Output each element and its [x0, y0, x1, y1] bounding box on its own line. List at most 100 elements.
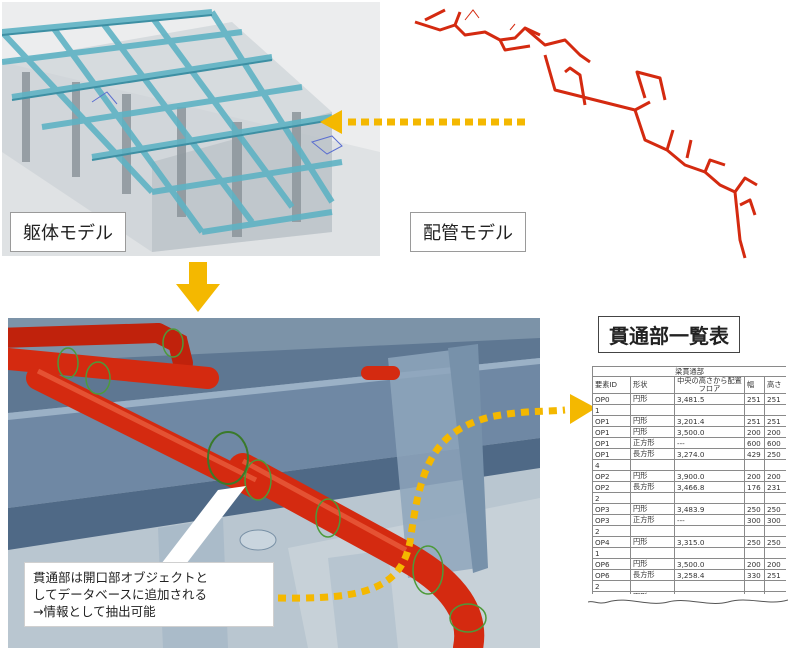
table-cell: 2: [592, 525, 631, 537]
table-row: 1: [592, 404, 786, 416]
table-header-cell: 要素ID: [592, 376, 631, 394]
dotted-arrow-left-icon: [320, 110, 526, 134]
table-cell: 300: [744, 514, 765, 526]
table-row: 2: [592, 492, 786, 504]
table-cell: 長方形: [630, 481, 675, 493]
callout-line-1: 貫通部は開口部オブジェクトと: [33, 570, 209, 585]
table-cell: 4: [592, 459, 631, 471]
table-cell: 2: [592, 580, 631, 592]
table-row: 1: [592, 547, 786, 559]
table-cell: OP6: [592, 569, 631, 581]
table-cell: OP1: [592, 448, 631, 460]
table-cell: OP2: [592, 470, 631, 482]
table-cell: OP1: [592, 426, 631, 438]
table-cell: 正方形: [630, 514, 675, 526]
table-cell: OP2: [592, 481, 631, 493]
table-cell: [630, 580, 675, 592]
table-cell: 3,483.9: [674, 503, 745, 515]
table-cell: 600: [763, 437, 786, 449]
table-cell: 251: [744, 415, 765, 427]
table-cell: OP3: [592, 514, 631, 526]
table-cell: 251: [763, 393, 786, 405]
table-cell: 231: [763, 481, 786, 493]
table-cell: 3,500.0: [674, 558, 745, 570]
table-cell: [630, 547, 675, 559]
penetration-callout: 貫通部は開口部オブジェクトと してデータベースに追加される →情報として抽出可能: [24, 562, 274, 627]
table-cell: [744, 492, 765, 504]
callout-line-3: →情報として抽出可能: [33, 604, 156, 619]
structural-model-drawing: [2, 2, 380, 256]
table-cell: 200: [763, 426, 786, 438]
table-cell: [744, 459, 765, 471]
table-cell: 円形: [630, 503, 675, 515]
table-cell: 円形: [630, 536, 675, 548]
piping-model-drawing: [414, 8, 758, 259]
table-cell: 3,315.0: [674, 536, 745, 548]
table-header-cell: 中央の高さから配置フロア: [674, 376, 745, 394]
table-cell: [674, 580, 745, 592]
table-cell: [674, 459, 745, 471]
table-header-cell: 高さ: [763, 376, 786, 394]
piping-model-label: 配管モデル: [410, 212, 526, 252]
table-cell: [630, 492, 675, 504]
table-cell: 200: [744, 470, 765, 482]
table-cell: 330: [744, 569, 765, 581]
table-cell: [763, 580, 786, 592]
structural-model-view: [2, 2, 380, 256]
table-cell: [744, 547, 765, 559]
penetration-list-title: 貫通部一覧表: [598, 316, 740, 353]
table-cell: 200: [763, 558, 786, 570]
table-cell: 1: [592, 404, 631, 416]
table-row: 2: [592, 580, 786, 592]
table-header-cell: 形状: [630, 376, 675, 394]
table-cell: 3,201.4: [674, 415, 745, 427]
table-cell: [744, 580, 765, 592]
table-row: 4: [592, 459, 786, 471]
table-cell: [630, 525, 675, 537]
table-cell: [763, 459, 786, 471]
table-cell: 円形: [630, 415, 675, 427]
table-cell: 250: [744, 503, 765, 515]
combined-3d-view: [8, 318, 540, 648]
table-cell: [763, 547, 786, 559]
table-cell: [674, 492, 745, 504]
table-cell: 176: [744, 481, 765, 493]
table-cell: 250: [744, 536, 765, 548]
table-cell: 正方形: [630, 437, 675, 449]
callout-line-2: してデータベースに追加される: [33, 587, 208, 602]
table-cell: 250: [763, 503, 786, 515]
table-cell: 3,500.0: [674, 426, 745, 438]
dotted-curve-arrow-icon: [249, 394, 596, 602]
arrow-down-icon: [176, 262, 220, 312]
table-cell: [674, 404, 745, 416]
table-cell: 長方形: [630, 448, 675, 460]
table-cell: 3,274.0: [674, 448, 745, 460]
table-cell: 250: [763, 448, 786, 460]
table-cell: OP4: [592, 536, 631, 548]
table-cell: 円形: [630, 558, 675, 570]
table-cell: [763, 404, 786, 416]
table-cell: [630, 404, 675, 416]
table-cell: [763, 492, 786, 504]
table-cell: 429: [744, 448, 765, 460]
table-cell: 3,258.4: [674, 569, 745, 581]
table-cell: [744, 404, 765, 416]
table-cell: 600: [744, 437, 765, 449]
table-cell: 200: [744, 558, 765, 570]
table-cell: 長方形: [630, 569, 675, 581]
table-cell: OP0: [592, 393, 631, 405]
table-cell: 200: [744, 426, 765, 438]
table-cell: [763, 525, 786, 537]
table-cell: 円形: [630, 470, 675, 482]
